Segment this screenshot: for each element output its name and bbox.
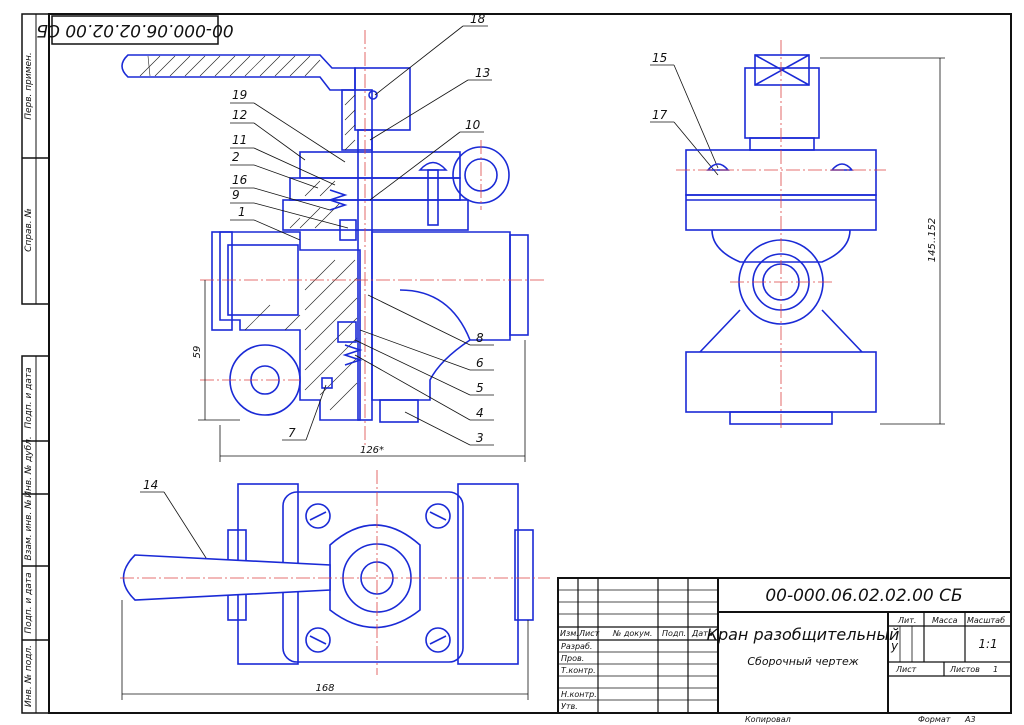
strip-label-2: Подп. и дата <box>24 367 34 428</box>
strip-label-4: Взам. инв. № <box>24 499 34 560</box>
leader-9: 9 <box>232 188 240 202</box>
title-block: Изм. Лист № докум. Подп. Дата Разраб. Пр… <box>557 577 1012 724</box>
role-razrab: Разраб. <box>561 642 592 651</box>
rotated-doc-code: 00-000.06.02.02.00 СБ <box>36 20 233 40</box>
scale-value: 1:1 <box>978 637 997 651</box>
format-value: А3 <box>964 715 976 724</box>
leader-1: 1 <box>238 205 246 219</box>
leader-3: 3 <box>476 431 484 445</box>
strip-label-0: Перв. примен. <box>24 52 34 120</box>
leader-11: 11 <box>232 133 247 147</box>
role-prov: Пров. <box>561 654 584 663</box>
dim-width-front: 126* <box>360 445 384 456</box>
handle-front <box>121 54 356 91</box>
col-doc: № докум. <box>612 629 652 638</box>
mass-label: Масса <box>932 616 958 625</box>
title-doc-type: Сборочный чертеж <box>747 655 858 668</box>
sheets-label: Листов <box>949 665 980 674</box>
leader-10: 10 <box>465 118 481 132</box>
title-name: Кран разобщительный <box>707 625 900 644</box>
leader-16: 16 <box>232 173 248 187</box>
lit-label: Лит. <box>897 616 916 625</box>
col-izm: Изм. <box>560 629 579 638</box>
leader-7: 7 <box>288 426 296 440</box>
leader-14: 14 <box>143 478 158 492</box>
strip-label-5: Подп. и дата <box>24 572 34 633</box>
role-utv: Утв. <box>561 702 578 711</box>
leader-8: 8 <box>476 331 484 345</box>
role-nkontr: Н.контр. <box>561 690 597 699</box>
leader-19: 19 <box>232 88 247 102</box>
sheets-value: 1 <box>993 665 998 674</box>
side-strip: Перв. примен. Справ. № Подп. и дата Инв.… <box>21 13 50 714</box>
format-label: Формат <box>918 715 951 724</box>
sheet-frame <box>48 13 1012 714</box>
leaders: 18 13 19 12 10 11 2 16 9 1 8 6 5 4 3 7 1… <box>140 12 719 573</box>
dim-height-side: 145..152 <box>927 218 938 263</box>
scale-label: Масштаб <box>967 616 1005 625</box>
leader-13: 13 <box>475 66 490 80</box>
dim-width-top: 168 <box>315 683 334 694</box>
side-view: 145..152 <box>676 40 945 430</box>
dim-height-front: 59 <box>192 346 203 359</box>
leader-17: 17 <box>652 108 668 122</box>
col-date: Дата <box>691 629 713 638</box>
col-list: Лист <box>578 629 600 638</box>
strip-label-3: Инв. № дубл. <box>24 436 34 498</box>
lit-value: у <box>890 639 899 653</box>
leader-5: 5 <box>476 381 484 395</box>
leader-6: 6 <box>476 356 484 370</box>
strip-label-6: Инв. № подл. <box>24 645 34 707</box>
leader-12: 12 <box>232 108 247 122</box>
front-section-view: 126* 59 <box>121 30 545 462</box>
leader-4: 4 <box>476 406 484 420</box>
sheet-label: Лист <box>895 665 917 674</box>
rotated-code-box: 00-000.06.02.02.00 СБ <box>36 15 234 45</box>
role-tkontr: Т.контр. <box>561 666 596 675</box>
leader-18: 18 <box>470 12 486 26</box>
leader-2: 2 <box>232 150 240 164</box>
leader-15: 15 <box>652 51 667 65</box>
strip-label-1: Справ. № <box>24 208 34 252</box>
top-view: 168 <box>120 470 550 700</box>
copied-label: Копировал <box>745 715 791 724</box>
col-sign: Подп. <box>662 629 686 638</box>
title-code: 00-000.06.02.02.00 СБ <box>765 586 962 606</box>
